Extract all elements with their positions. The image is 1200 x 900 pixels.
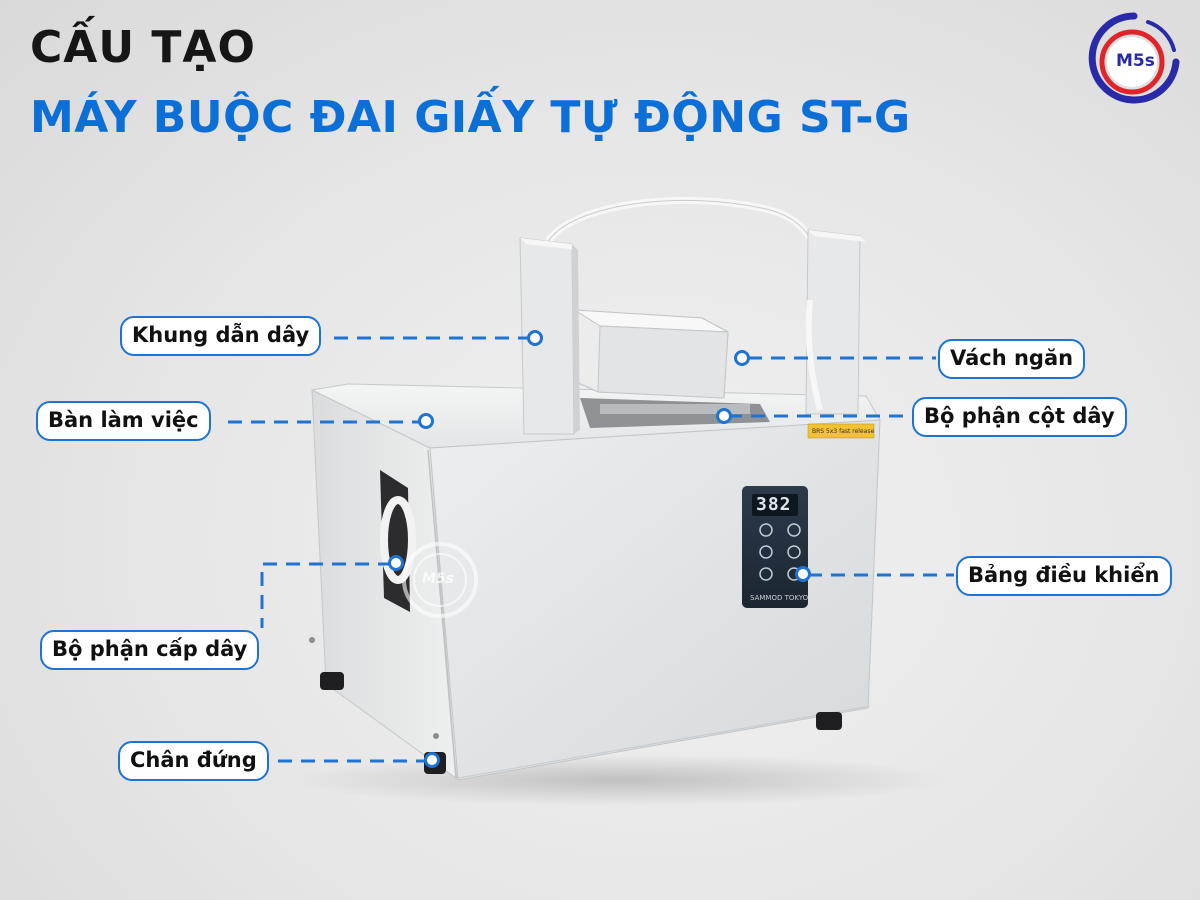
title-line-2: MÁY BUỘC ĐAI GIẤY TỰ ĐỘNG ST-G: [30, 92, 911, 143]
right-column: [805, 229, 861, 415]
marker-feed-unit: [388, 555, 404, 571]
panel-button-5: [759, 567, 773, 581]
watermark-text: M5s: [422, 571, 455, 587]
watermark-logo: [402, 542, 478, 618]
marker-guide-frame: [527, 330, 543, 346]
warning-text: BRS 5x3 fast release: [812, 428, 875, 435]
marker-work-table: [418, 413, 434, 429]
marker-partition: [734, 350, 750, 366]
label-work-table: Bàn làm việc: [36, 401, 211, 441]
label-guide-frame: Khung dẫn dây: [120, 316, 322, 356]
foot-left: [320, 672, 344, 690]
label-feed-unit: Bộ phận cấp dây: [40, 630, 260, 670]
title-line-1: CẤU TẠO: [30, 22, 256, 73]
control-panel-board: [742, 486, 808, 608]
marker-tie-unit: [716, 408, 732, 424]
lcd-value: 382: [756, 494, 792, 515]
lcd-display: [752, 494, 798, 516]
label-control-panel: Bảng điều khiển: [956, 556, 1172, 596]
label-stand-foot: Chân đứng: [118, 741, 269, 781]
warning-sticker: [807, 423, 875, 439]
panel-button-1: [759, 523, 773, 537]
leader-feed-unit: [260, 562, 392, 628]
panel-button-2: [787, 523, 801, 537]
label-tie-unit: Bộ phận cột dây: [912, 397, 1127, 437]
logo-text: M5s: [1116, 51, 1155, 71]
m5s-logo: [1088, 12, 1180, 104]
marker-control-panel: [795, 566, 811, 582]
panel-button-3: [759, 545, 773, 559]
foot-right: [816, 712, 842, 730]
marker-stand-foot: [424, 752, 440, 768]
label-partition: Vách ngăn: [938, 339, 1086, 379]
panel-brand: SAMMOD TOKYO: [750, 594, 809, 602]
panel-button-4: [787, 545, 801, 559]
